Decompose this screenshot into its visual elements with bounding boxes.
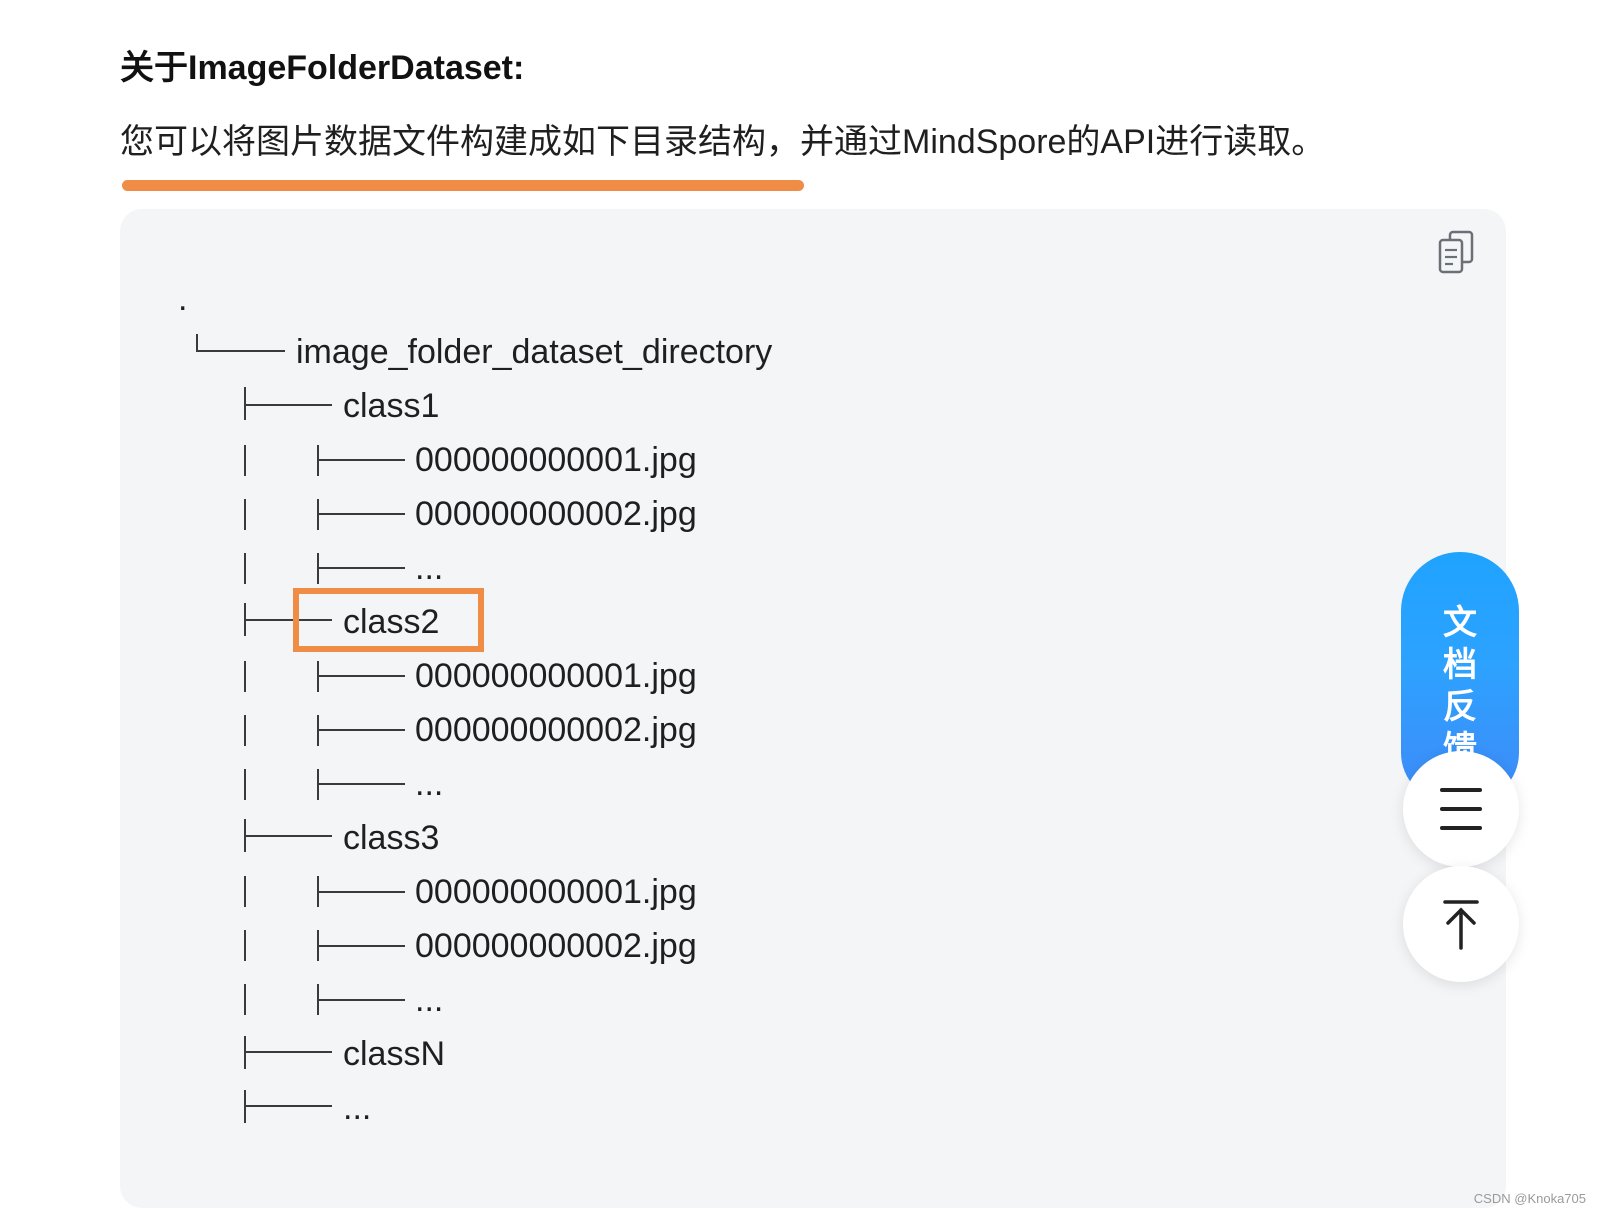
intro-paragraph: 您可以将图片数据文件构建成如下目录结构，并通过MindSpore的API进行读取… (120, 123, 1326, 161)
tree-class2-file2: 000000000002.jpg (415, 711, 697, 749)
tree-class1-more: ... (415, 549, 444, 587)
tree-class1-file1: 000000000001.jpg (415, 441, 697, 479)
watermark: CSDN @Knoka705 (1473, 1191, 1586, 1206)
tree-class3-file2: 000000000002.jpg (415, 927, 697, 965)
copy-button[interactable] (1436, 230, 1480, 278)
tree-classN: classN (343, 1035, 446, 1073)
tree-root-directory: image_folder_dataset_directory (296, 333, 773, 371)
arrow-up-to-top-icon (1443, 900, 1479, 950)
tree-root-dot: . (178, 280, 188, 318)
copy-icon (1438, 230, 1474, 274)
tree-more: ... (343, 1089, 372, 1127)
tree-class3-more: ... (415, 981, 444, 1019)
tree-class3: class3 (343, 819, 440, 857)
highlight-underline (122, 180, 804, 191)
class2-highlight-box (293, 588, 484, 652)
code-block (120, 209, 1506, 1208)
menu-button[interactable] (1403, 751, 1519, 867)
menu-icon (1440, 788, 1482, 830)
section-title: 关于ImageFolderDataset: (120, 49, 525, 87)
tree-class1: class1 (343, 387, 440, 425)
tree-class2-more: ... (415, 765, 444, 803)
back-to-top-button[interactable] (1403, 866, 1519, 982)
tree-class2-file1: 000000000001.jpg (415, 657, 697, 695)
doc-feedback-label: 文档反馈 (1443, 604, 1477, 768)
tree-class3-file1: 000000000001.jpg (415, 873, 697, 911)
tree-class2: class2 (343, 603, 440, 641)
tree-class1-file2: 000000000002.jpg (415, 495, 697, 533)
